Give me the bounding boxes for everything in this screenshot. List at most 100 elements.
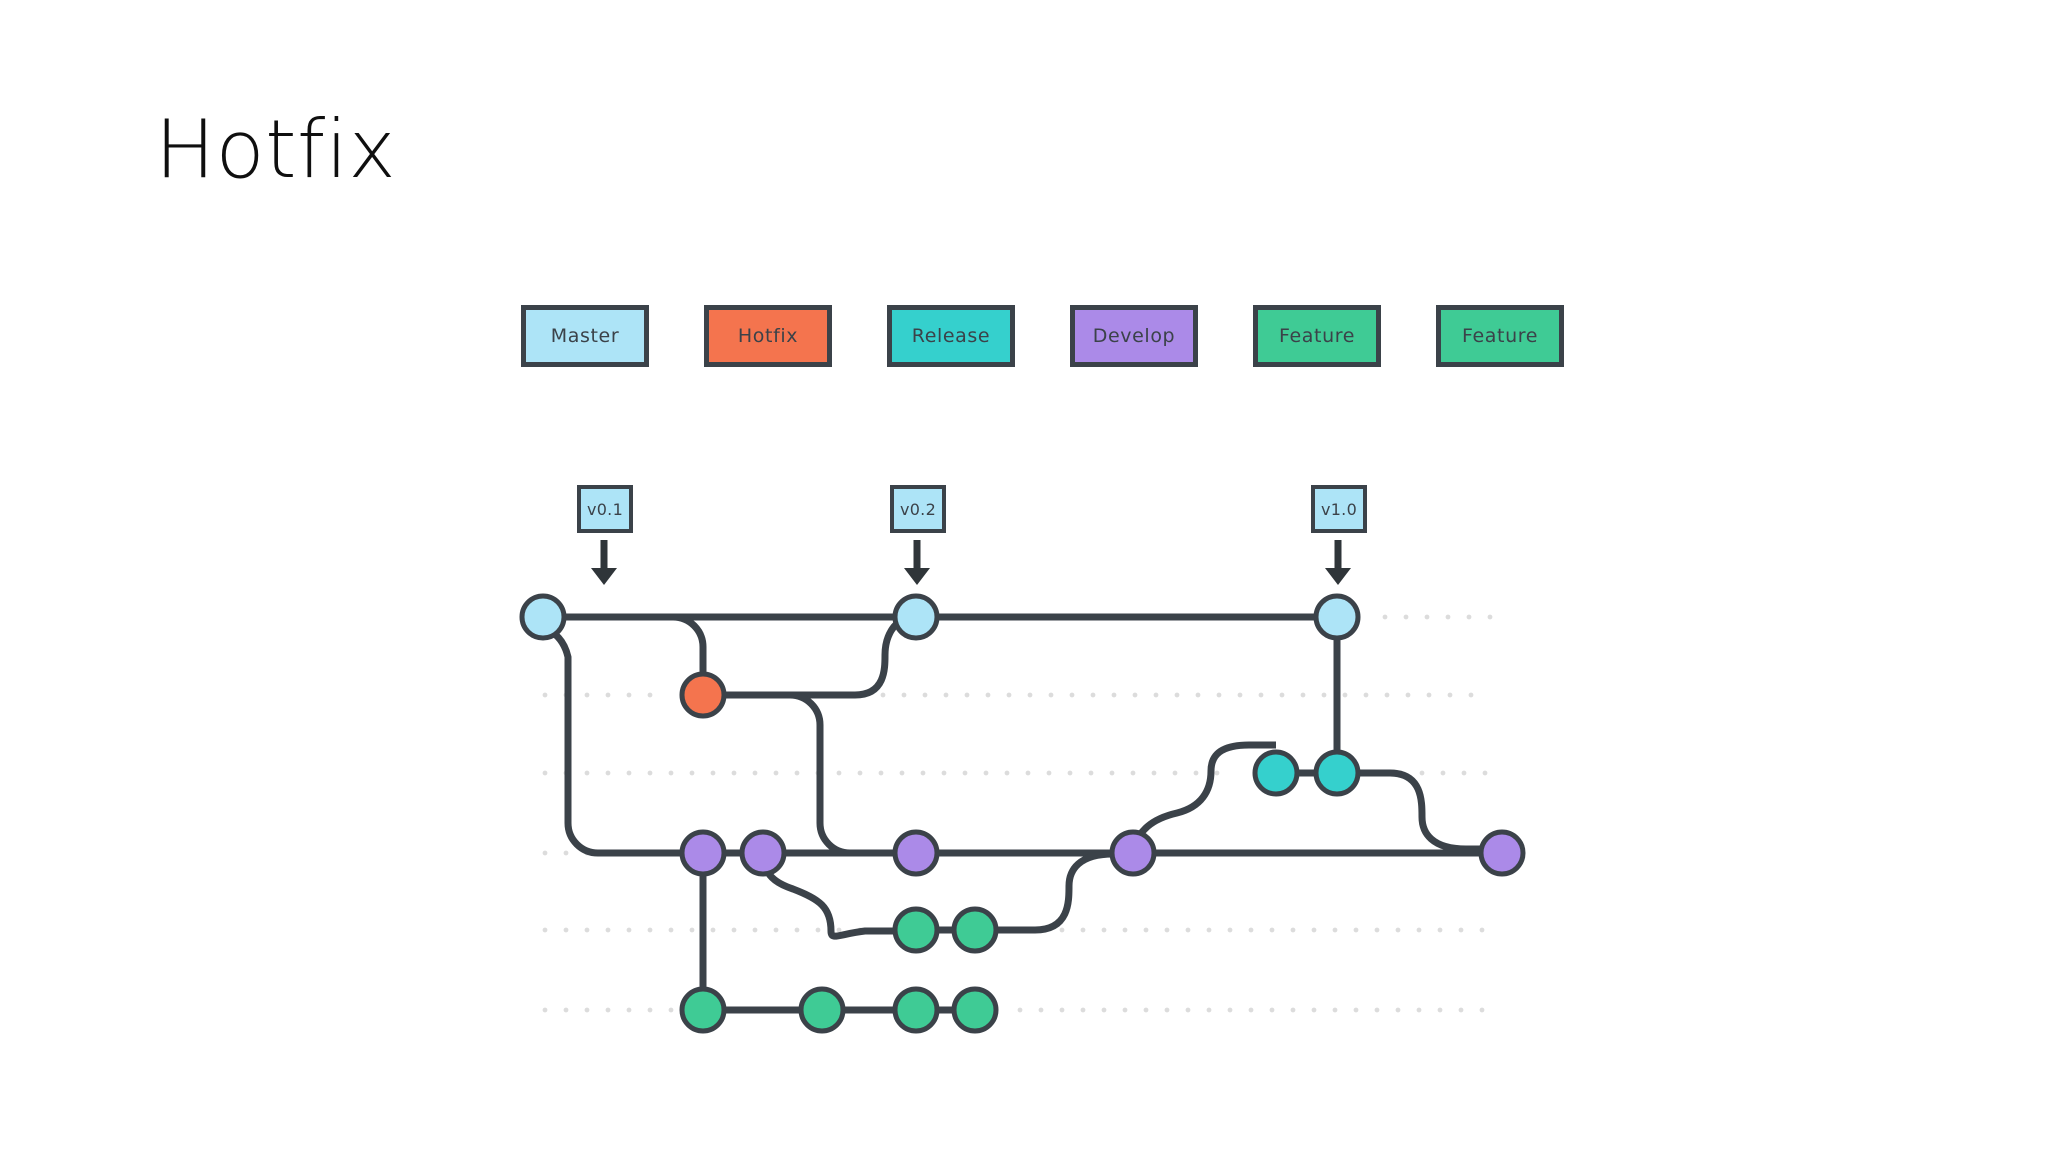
version-tag-v0.1[interactable]: v0.1 bbox=[577, 485, 633, 533]
guide-dot-feature1 bbox=[794, 927, 800, 933]
guide-dot-feature1 bbox=[1353, 927, 1359, 933]
guide-dot-release bbox=[962, 770, 968, 776]
guide-dot-release bbox=[878, 770, 884, 776]
commit-node-develop[interactable] bbox=[1109, 829, 1157, 877]
guide-dot-release bbox=[899, 770, 905, 776]
guide-dot-feature1 bbox=[752, 927, 758, 933]
commit-node-feature2[interactable] bbox=[679, 986, 727, 1034]
commit-node-develop[interactable] bbox=[892, 829, 940, 877]
guide-dot-hotfix bbox=[1405, 692, 1411, 698]
legend-chip-label: Develop bbox=[1092, 325, 1176, 347]
guide-dot-feature2 bbox=[1059, 1007, 1065, 1013]
commit-node-develop[interactable] bbox=[739, 829, 787, 877]
edge-release-to-develop bbox=[1337, 769, 1502, 853]
guide-dot-feature1 bbox=[647, 927, 653, 933]
commit-node-develop[interactable] bbox=[679, 829, 727, 877]
legend-chip-feature-5[interactable]: Feature bbox=[1436, 305, 1564, 367]
tag-arrows bbox=[591, 540, 1351, 585]
commit-node-hotfix[interactable] bbox=[679, 671, 727, 719]
page-title: Hotfix bbox=[155, 103, 397, 196]
guide-dot-feature1 bbox=[1416, 927, 1422, 933]
guide-dot-hotfix bbox=[985, 692, 991, 698]
guide-dot-release bbox=[1046, 770, 1052, 776]
guide-dot-feature2 bbox=[1458, 1007, 1464, 1013]
guide-dot-release bbox=[1109, 770, 1115, 776]
guide-dot-release bbox=[1440, 770, 1446, 776]
guide-dot-release bbox=[1193, 770, 1199, 776]
guide-dot-release bbox=[1419, 770, 1425, 776]
guide-dot-feature2 bbox=[668, 1007, 674, 1013]
guide-dot-feature1 bbox=[1311, 927, 1317, 933]
guide-dot-release bbox=[773, 770, 779, 776]
guide-dot-hotfix bbox=[1216, 692, 1222, 698]
version-tag-v0.2[interactable]: v0.2 bbox=[890, 485, 946, 533]
guide-dot-release bbox=[689, 770, 695, 776]
guide-dot-feature1 bbox=[1122, 927, 1128, 933]
guide-dot-hotfix bbox=[1090, 692, 1096, 698]
guide-dot-feature2 bbox=[605, 1007, 611, 1013]
edge-hotfix-merge-master bbox=[703, 613, 917, 699]
commit-node-feature2[interactable] bbox=[892, 986, 940, 1034]
tag-arrow-head bbox=[1325, 568, 1351, 585]
guide-dot-release bbox=[605, 770, 611, 776]
edge-develop-to-release bbox=[1129, 741, 1276, 851]
guide-dot-feature2 bbox=[1122, 1007, 1128, 1013]
commit-node-feature1[interactable] bbox=[951, 906, 999, 954]
guide-dot-release bbox=[752, 770, 758, 776]
commit-node-master[interactable] bbox=[519, 593, 567, 641]
guide-dot-hotfix bbox=[1321, 692, 1327, 698]
guide-dot-master bbox=[1487, 614, 1493, 620]
commit-nodes bbox=[519, 593, 1526, 1034]
guide-dot-hotfix bbox=[647, 692, 653, 698]
commit-node-feature2[interactable] bbox=[951, 986, 999, 1034]
branch-edges bbox=[541, 613, 1502, 1014]
tag-arrow-head bbox=[591, 568, 617, 585]
guide-dot-release bbox=[941, 770, 947, 776]
legend-chip-feature-4[interactable]: Feature bbox=[1253, 305, 1381, 367]
guide-dot-release bbox=[710, 770, 716, 776]
commit-node-develop[interactable] bbox=[1478, 829, 1526, 877]
legend-chip-hotfix-1[interactable]: Hotfix bbox=[704, 305, 832, 367]
guide-dot-hotfix bbox=[1111, 692, 1117, 698]
guide-dot-release bbox=[794, 770, 800, 776]
guide-dot-feature2 bbox=[1479, 1007, 1485, 1013]
guide-dot-release bbox=[1172, 770, 1178, 776]
commit-node-release[interactable] bbox=[1313, 749, 1361, 797]
guide-dot-hotfix bbox=[1006, 692, 1012, 698]
legend-chip-master-0[interactable]: Master bbox=[521, 305, 649, 367]
guide-dot-release bbox=[542, 770, 548, 776]
guide-dot-feature2 bbox=[563, 1007, 569, 1013]
commit-node-master[interactable] bbox=[892, 593, 940, 641]
edge-feature1-merge-develop bbox=[975, 850, 1133, 934]
guide-dot-release bbox=[1088, 770, 1094, 776]
legend-chip-release-2[interactable]: Release bbox=[887, 305, 1015, 367]
guide-dot-release bbox=[920, 770, 926, 776]
guide-dot-feature2 bbox=[1311, 1007, 1317, 1013]
commit-node-release[interactable] bbox=[1252, 749, 1300, 797]
guide-dot-release bbox=[1214, 770, 1220, 776]
guide-dot-master bbox=[1466, 614, 1472, 620]
guide-dot-hotfix bbox=[922, 692, 928, 698]
guide-dot-feature1 bbox=[1080, 927, 1086, 933]
guide-dot-feature1 bbox=[731, 927, 737, 933]
guide-dot-feature2 bbox=[1101, 1007, 1107, 1013]
guide-dot-master bbox=[1445, 614, 1451, 620]
guide-dot-release bbox=[857, 770, 863, 776]
guide-dot-feature1 bbox=[668, 927, 674, 933]
guide-dot-hotfix bbox=[1153, 692, 1159, 698]
commit-node-feature2[interactable] bbox=[798, 986, 846, 1034]
guide-dot-feature1 bbox=[1395, 927, 1401, 933]
guide-dot-hotfix bbox=[1468, 692, 1474, 698]
guide-dot-feature1 bbox=[1269, 927, 1275, 933]
guide-dot-feature1 bbox=[1437, 927, 1443, 933]
guide-dot-feature1 bbox=[1332, 927, 1338, 933]
commit-node-feature1[interactable] bbox=[892, 906, 940, 954]
version-tag-v1.0[interactable]: v1.0 bbox=[1311, 485, 1367, 533]
commit-node-master[interactable] bbox=[1313, 593, 1361, 641]
guide-dot-feature1 bbox=[1227, 927, 1233, 933]
edge-master-to-hotfix bbox=[562, 613, 707, 695]
legend-chip-develop-3[interactable]: Develop bbox=[1070, 305, 1198, 367]
guide-dot-feature2 bbox=[1038, 1007, 1044, 1013]
guide-dot-feature2 bbox=[1395, 1007, 1401, 1013]
